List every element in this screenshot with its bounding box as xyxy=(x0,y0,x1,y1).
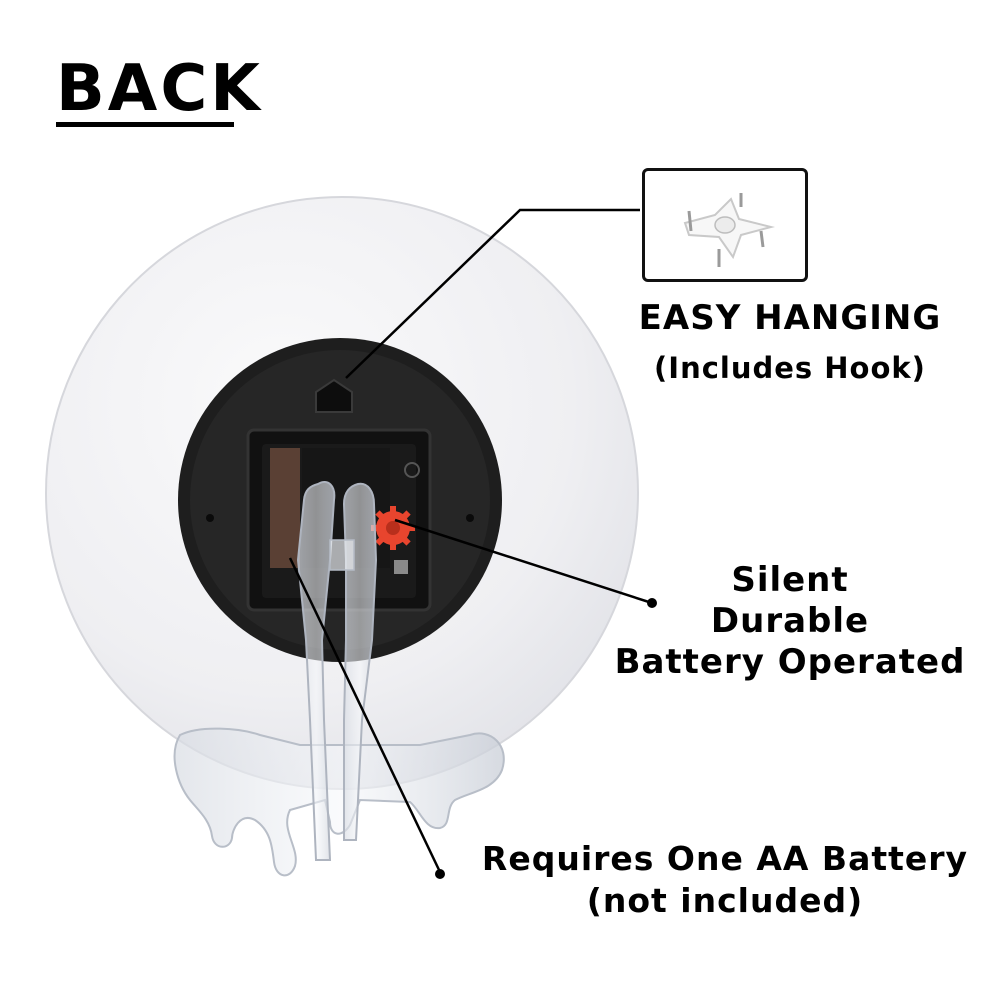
stand-leg-left xyxy=(296,481,336,861)
stand-leg-right xyxy=(342,482,378,841)
hanging-subtitle: (Includes Hook) xyxy=(654,351,926,385)
title-underline xyxy=(56,122,234,127)
battery-requirement: Requires One AA Battery (not included) xyxy=(460,838,990,922)
movement-features: Silent Durable Battery Operated xyxy=(600,560,980,683)
hanging-hook-inset xyxy=(642,168,808,282)
hanging-slot xyxy=(315,378,353,413)
callout-line-hanging xyxy=(345,208,640,379)
movement-line-3: Battery Operated xyxy=(614,642,966,682)
hanging-title: EASY HANGING xyxy=(638,298,942,338)
battery-line-1: Requires One AA Battery xyxy=(481,839,969,878)
battery-line-2: (not included) xyxy=(586,881,864,920)
movement-line-1: Silent xyxy=(731,560,849,600)
hanging-hook-icon xyxy=(683,193,775,267)
time-set-gear xyxy=(371,506,415,550)
page-title: BACK xyxy=(56,52,263,126)
callout-line-battery xyxy=(288,557,442,873)
callout-line-movement xyxy=(394,518,653,605)
stand-base xyxy=(173,727,505,877)
movement-line-2: Durable xyxy=(710,601,870,641)
